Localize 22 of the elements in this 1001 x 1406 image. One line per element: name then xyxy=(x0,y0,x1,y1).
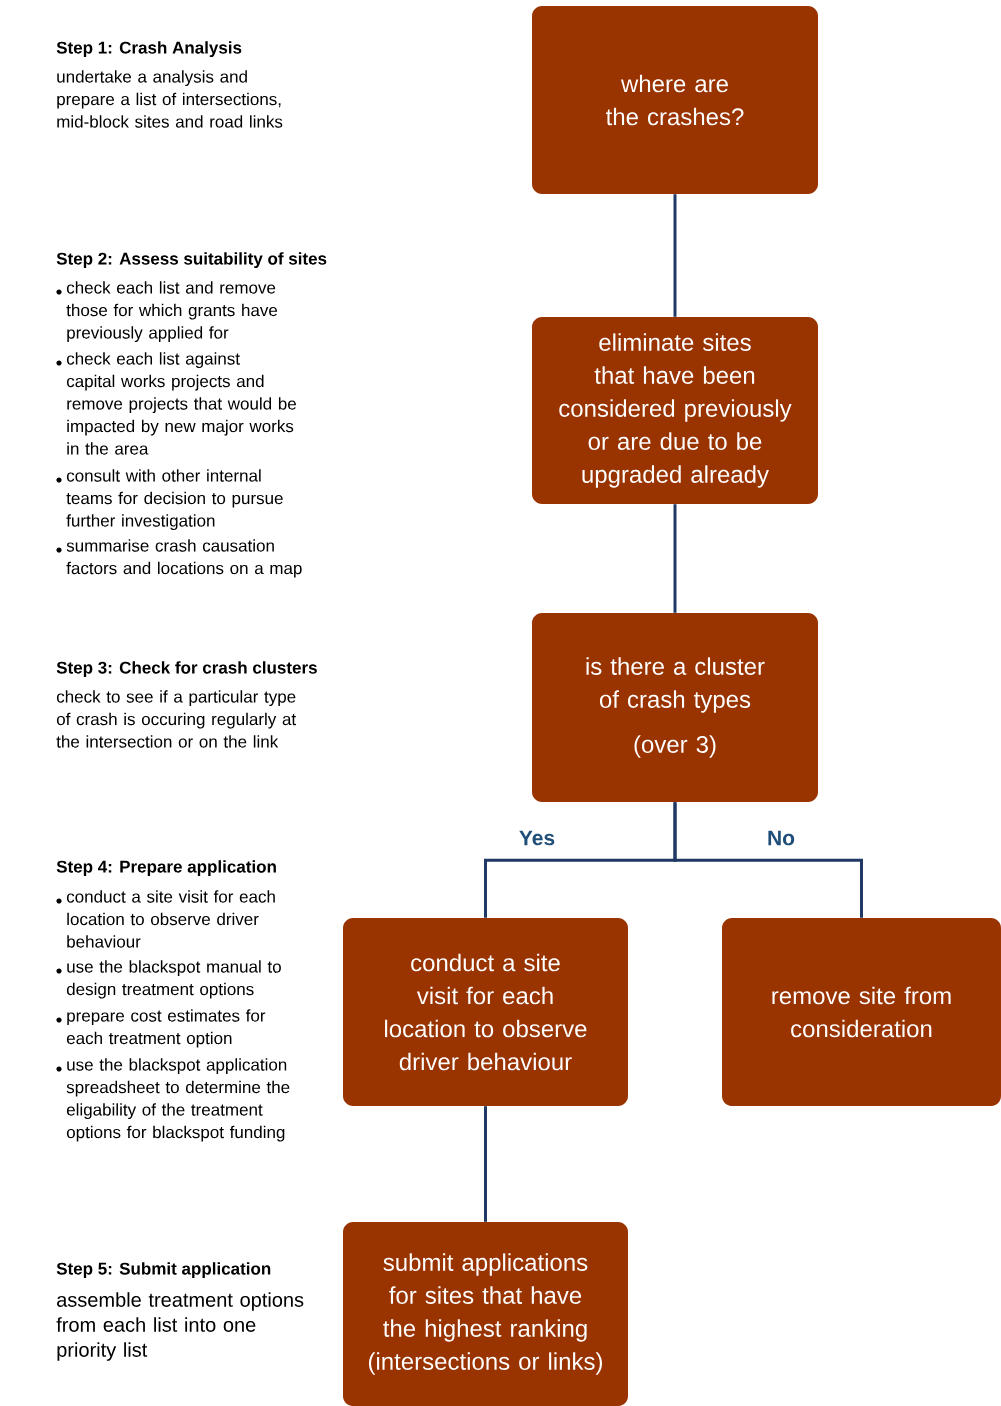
connector-line xyxy=(673,194,677,317)
edge-label: No xyxy=(766,829,796,847)
process-box: where are the crashes? xyxy=(532,6,818,194)
step-heading: Step 4: Prepare application xyxy=(56,860,276,877)
step-heading: Step 3: Check for crash clusters xyxy=(56,661,317,678)
step-description: assemble treatment options from each list into one priority list xyxy=(56,1292,304,1361)
process-box: is there a cluster of crash types (over 3) xyxy=(532,613,818,802)
connector-line xyxy=(484,1106,487,1222)
bullet-item: summarise crash causation factors and locations on a map xyxy=(66,539,302,578)
process-box: eliminate sites that have been considered previously or are due to be upgraded already xyxy=(532,317,818,504)
edge-label: Yes xyxy=(517,829,557,847)
process-box: remove site from consideration xyxy=(722,918,1001,1106)
step-description: check to see if a particular type of crash is occuring regularly at the intersection or on the link xyxy=(56,690,296,748)
step-heading: Step 1: Crash Analysis xyxy=(56,41,242,58)
step-heading: Step 2: Assess suitability of sites xyxy=(56,252,327,269)
bullet-item: use the blackspot application spreadsheet to determine the eligability of the treatment options for blackspot funding xyxy=(66,1058,290,1142)
step-heading: Step 5: Submit application xyxy=(56,1262,271,1279)
step-description: undertake a analysis and prepare a list of intersections, mid-block sites and road links xyxy=(57,70,283,128)
connector-line xyxy=(673,504,677,613)
process-box: submit applications for sites that have the highest ranking (intersections or links) xyxy=(343,1222,628,1406)
connector-line xyxy=(673,802,863,918)
process-box: conduct a site visit for each location to observe driver behaviour xyxy=(343,918,628,1106)
